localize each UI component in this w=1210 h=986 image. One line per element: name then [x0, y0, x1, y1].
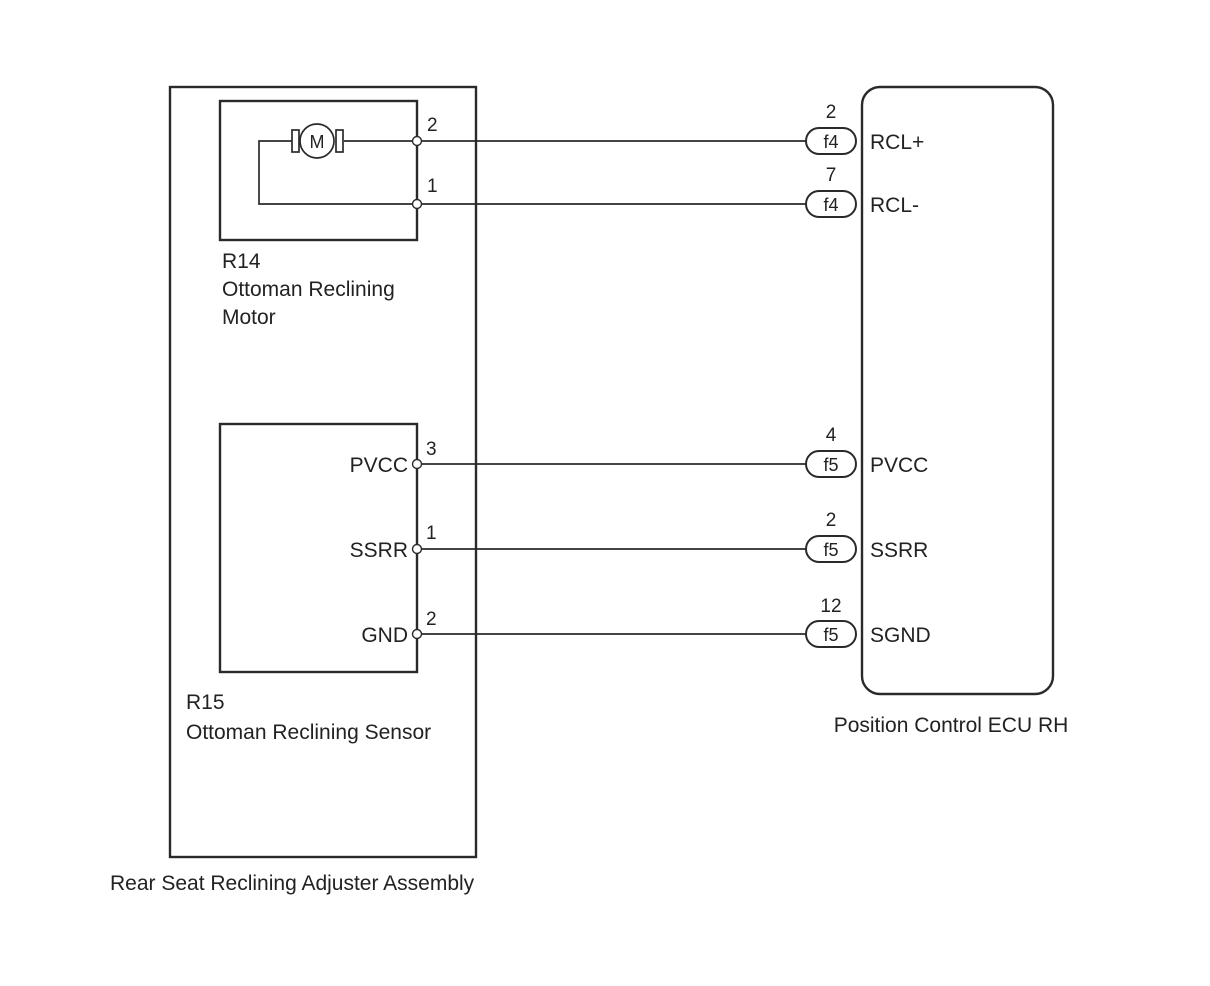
assembly-label: Rear Seat Reclining Adjuster Assembly — [110, 872, 475, 895]
connector-f5-a — [805, 450, 857, 478]
connector-label: f4 — [823, 132, 838, 152]
ecu-pin-sgnd: 12 — [820, 596, 841, 617]
sensor-gnd-node — [411, 628, 423, 640]
connector-f5-c — [805, 620, 857, 648]
ecu-label: Position Control ECU RH — [834, 714, 1069, 737]
motor-box — [218, 99, 419, 242]
motor-pin-2-node — [411, 135, 423, 147]
connector-label: f5 — [823, 625, 838, 645]
ecu-signal-sgnd: SGND — [870, 624, 931, 647]
sensor-pvcc-node — [411, 458, 423, 470]
sensor-pin-ssrr: 1 — [426, 523, 437, 544]
sensor-signal-gnd: GND — [361, 624, 408, 647]
sensor-signal-pvcc: PVCC — [350, 454, 408, 477]
connector-label: f5 — [823, 540, 838, 560]
sensor-ssrr-node — [411, 543, 423, 555]
ecu-box — [860, 85, 1055, 696]
ecu-pin-pvcc: 4 — [826, 425, 837, 446]
motor-pin-1: 1 — [427, 176, 438, 197]
ecu-signal-rcl-plus: RCL+ — [870, 131, 924, 154]
ecu-pin-rcl-minus: 7 — [826, 165, 837, 186]
sensor-name: Ottoman Reclining Sensor — [186, 721, 431, 744]
motor-code: R14 — [222, 250, 261, 273]
ecu-signal-ssrr: SSRR — [870, 539, 928, 562]
motor-name-line1: Ottoman Reclining — [222, 278, 395, 301]
motor-pin-2: 2 — [427, 115, 438, 136]
sensor-signal-ssrr: SSRR — [350, 539, 408, 562]
ecu-terminal-rcl-plus: 2 f4 RCL+ — [805, 102, 924, 155]
ecu-terminal-sgnd: 12 f5 SGND — [805, 596, 931, 648]
assembly-box — [168, 85, 478, 859]
ecu-terminal-ssrr: 2 f5 SSRR — [805, 510, 928, 563]
ecu-pin-ssrr: 2 — [826, 510, 837, 531]
connector-label: f5 — [823, 455, 838, 475]
sensor-pin-pvcc: 3 — [426, 439, 437, 460]
ecu-terminal-pvcc: 4 f5 PVCC — [805, 425, 928, 478]
ecu-signal-pvcc: PVCC — [870, 454, 928, 477]
motor-symbol-letter: M — [310, 132, 325, 152]
motor-symbol: M — [258, 123, 417, 205]
ecu-signal-rcl-minus: RCL- — [870, 194, 919, 217]
motor-pin-1-node — [411, 198, 423, 210]
ecu-pin-rcl-plus: 2 — [826, 102, 837, 123]
motor-name-line2: Motor — [222, 306, 276, 329]
sensor-code: R15 — [186, 691, 225, 714]
connector-f4-a — [805, 127, 857, 155]
sensor-pin-gnd: 2 — [426, 609, 437, 630]
connector-f4-b — [805, 190, 857, 218]
connector-label: f4 — [823, 195, 838, 215]
connector-f5-b — [805, 535, 857, 563]
ecu-terminal-rcl-minus: 7 f4 RCL- — [805, 165, 919, 218]
